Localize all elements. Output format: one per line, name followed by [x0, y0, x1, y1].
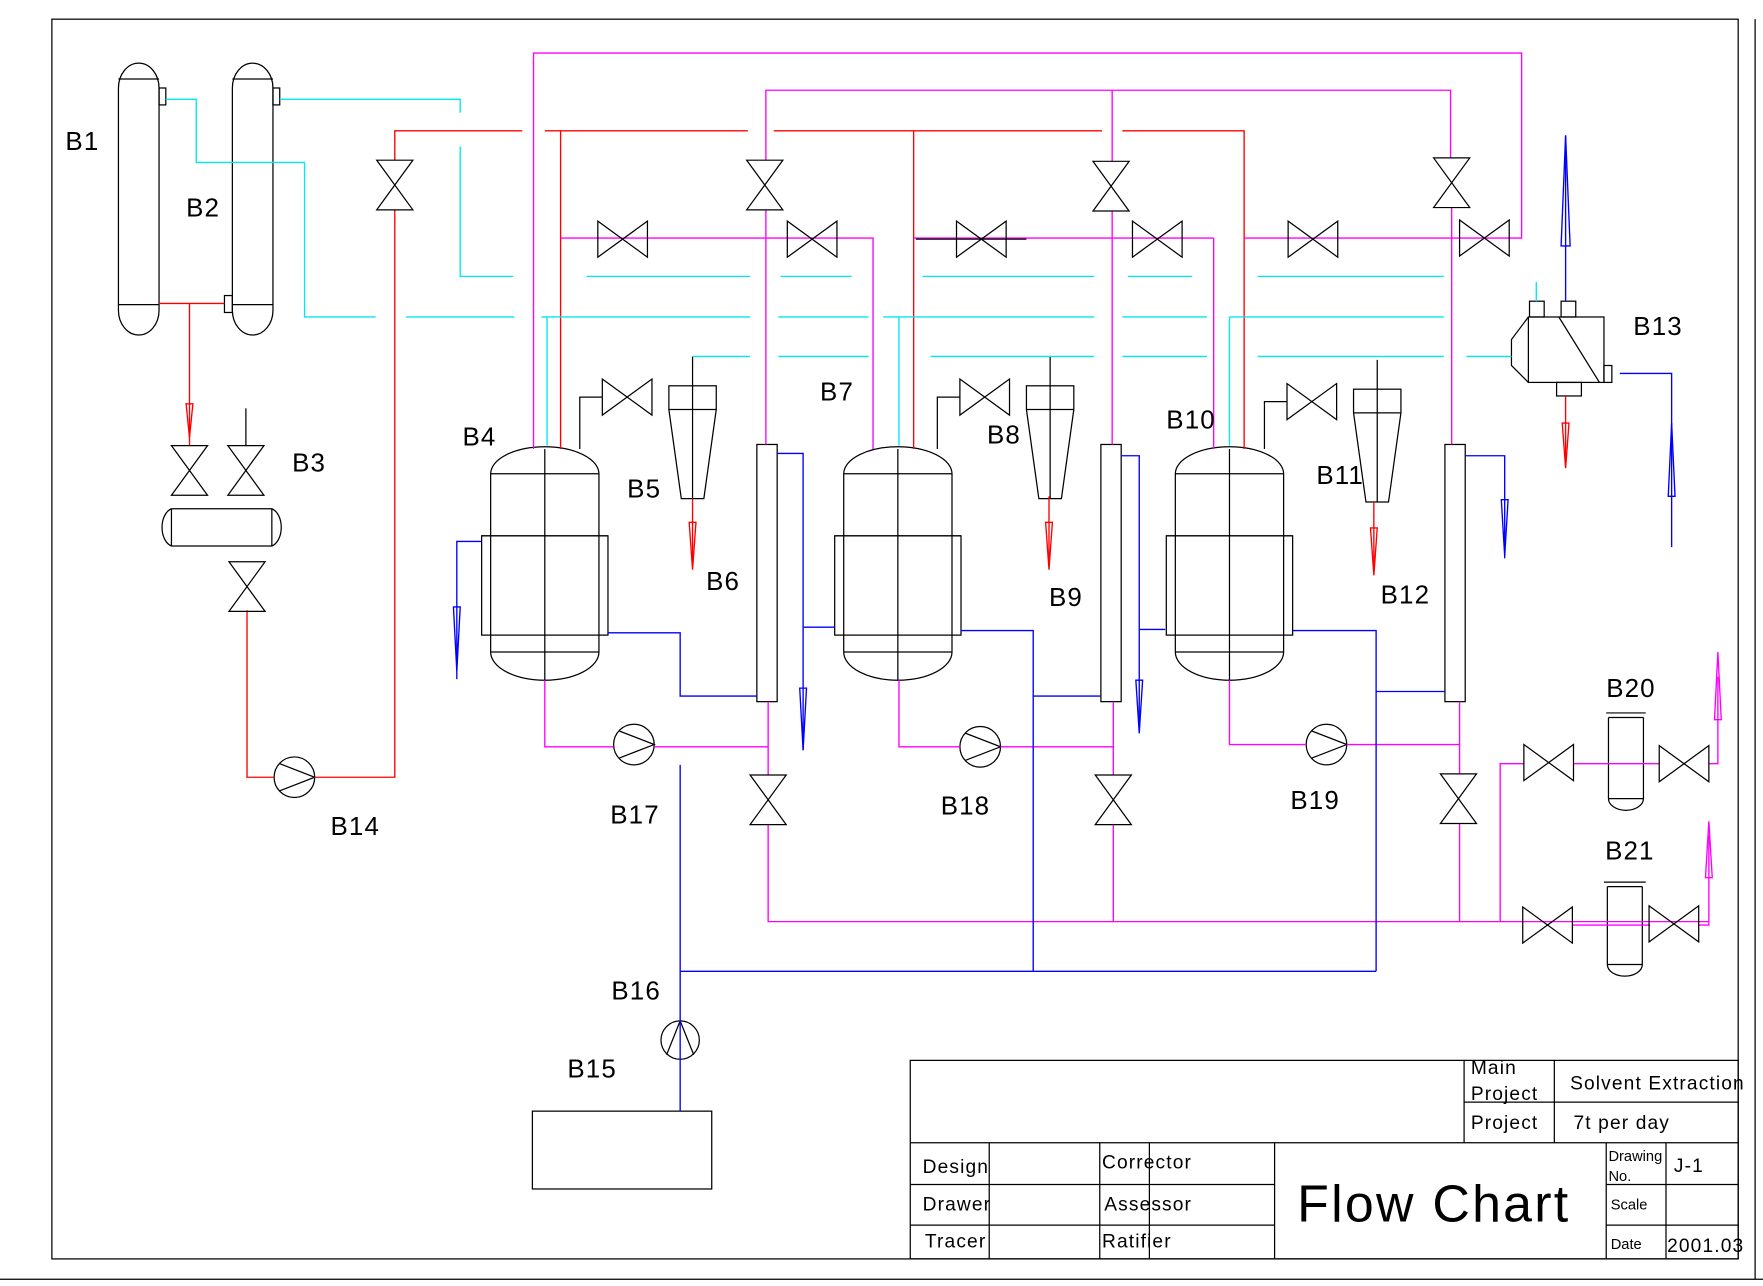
cyan-lines	[165, 98, 1537, 446]
pump-b17	[612, 723, 655, 766]
project-label: Project	[1471, 1113, 1539, 1134]
date-label: Date	[1611, 1237, 1642, 1253]
blue-lines	[452, 135, 1676, 1112]
valve-icon	[749, 774, 787, 826]
valve-icon	[597, 220, 649, 258]
pump-b19	[1305, 723, 1348, 766]
label-b21: B21	[1605, 838, 1655, 866]
valve-icon	[601, 378, 653, 416]
main-project-value: Solvent Extraction	[1570, 1074, 1745, 1095]
reactor-b10	[1165, 446, 1294, 681]
label-b11: B11	[1316, 462, 1364, 490]
valve-icon	[746, 159, 784, 211]
reactor-b4	[481, 446, 609, 681]
label-b1: B1	[65, 128, 99, 156]
date-value: 2001.03	[1667, 1236, 1744, 1257]
valve-icon	[227, 444, 265, 496]
column-b12	[1444, 443, 1466, 703]
valve-icon	[170, 444, 209, 496]
valve-icon	[1094, 774, 1132, 826]
valve-icon	[1131, 220, 1183, 258]
drawer-label: Drawer	[923, 1194, 992, 1215]
label-b3: B3	[292, 450, 326, 478]
label-b17: B17	[610, 801, 660, 829]
project-value: 7t per day	[1574, 1113, 1670, 1134]
drawing-frame	[0, 18, 1763, 1280]
scale-label: Scale	[1611, 1197, 1648, 1213]
column-b6	[756, 443, 778, 703]
valve-icon	[786, 220, 838, 258]
valve-icon	[1092, 160, 1130, 212]
magenta-lines	[532, 52, 1722, 926]
valve-icon	[1658, 745, 1710, 783]
label-b2: B2	[186, 195, 220, 223]
vessel-b3	[161, 408, 282, 547]
valve-icon	[1439, 773, 1478, 825]
label-b16: B16	[611, 977, 661, 1005]
cyclone-b8	[1025, 355, 1075, 500]
main-project-label: Project	[1471, 1084, 1539, 1105]
valve-icon	[1287, 220, 1339, 258]
column-b9	[1100, 443, 1122, 703]
main-project-label: Main	[1471, 1058, 1517, 1079]
label-b19: B19	[1290, 787, 1340, 815]
valve-icon	[959, 378, 1011, 416]
label-b18: B18	[941, 792, 991, 820]
assessor-label: Assessor	[1104, 1194, 1192, 1215]
label-b13: B13	[1633, 313, 1683, 341]
label-b10: B10	[1166, 407, 1216, 435]
label-b15: B15	[567, 1055, 617, 1083]
stack-lines	[579, 396, 1288, 449]
pump-b14	[273, 756, 316, 799]
valve-icon	[228, 561, 266, 613]
drawing-no-value: J-1	[1674, 1156, 1704, 1177]
label-b12: B12	[1381, 582, 1431, 610]
label-b7: B7	[820, 378, 854, 406]
receiver-b20	[1606, 712, 1646, 811]
label-b9: B9	[1049, 584, 1083, 612]
equipment-labels: B1 B2 B3 B4 B5 B6 B7 B8 B9 B10 B11 B12 B…	[65, 128, 1683, 1083]
valve-icon	[1286, 382, 1338, 421]
tank-b1	[117, 62, 167, 336]
label-b6: B6	[706, 568, 740, 596]
cyclone-b5	[668, 355, 717, 500]
drawing-no-label: No.	[1608, 1169, 1631, 1185]
valve-icon	[1648, 905, 1700, 943]
label-b20: B20	[1606, 675, 1656, 703]
corrector-label: Corrector	[1102, 1153, 1192, 1174]
ratifier-label: Ratifier	[1102, 1232, 1172, 1253]
label-b14: B14	[330, 813, 380, 841]
pump-b18	[959, 725, 1002, 768]
drawing-no-label: Drawing	[1608, 1149, 1662, 1165]
valve-icon	[1433, 157, 1471, 209]
tracer-label: Tracer	[925, 1232, 986, 1253]
title-block: Main Project Solvent Extraction Project …	[909, 1058, 1745, 1260]
drawing-title: Flow Chart	[1297, 1175, 1570, 1233]
condenser-b13	[1510, 300, 1613, 397]
receiver-b21	[1603, 881, 1646, 977]
label-b8: B8	[987, 421, 1021, 449]
valves	[170, 157, 1710, 944]
design-label: Design	[923, 1157, 989, 1178]
valve-icon	[1522, 906, 1573, 944]
tank-b15	[531, 1110, 713, 1190]
valve-icon	[1523, 743, 1575, 782]
tank-b2	[223, 62, 281, 336]
reactor-b7	[834, 446, 962, 681]
label-b5: B5	[627, 475, 661, 503]
label-b4: B4	[462, 424, 496, 452]
valve-icon	[376, 159, 414, 211]
red-lines	[159, 130, 1570, 778]
